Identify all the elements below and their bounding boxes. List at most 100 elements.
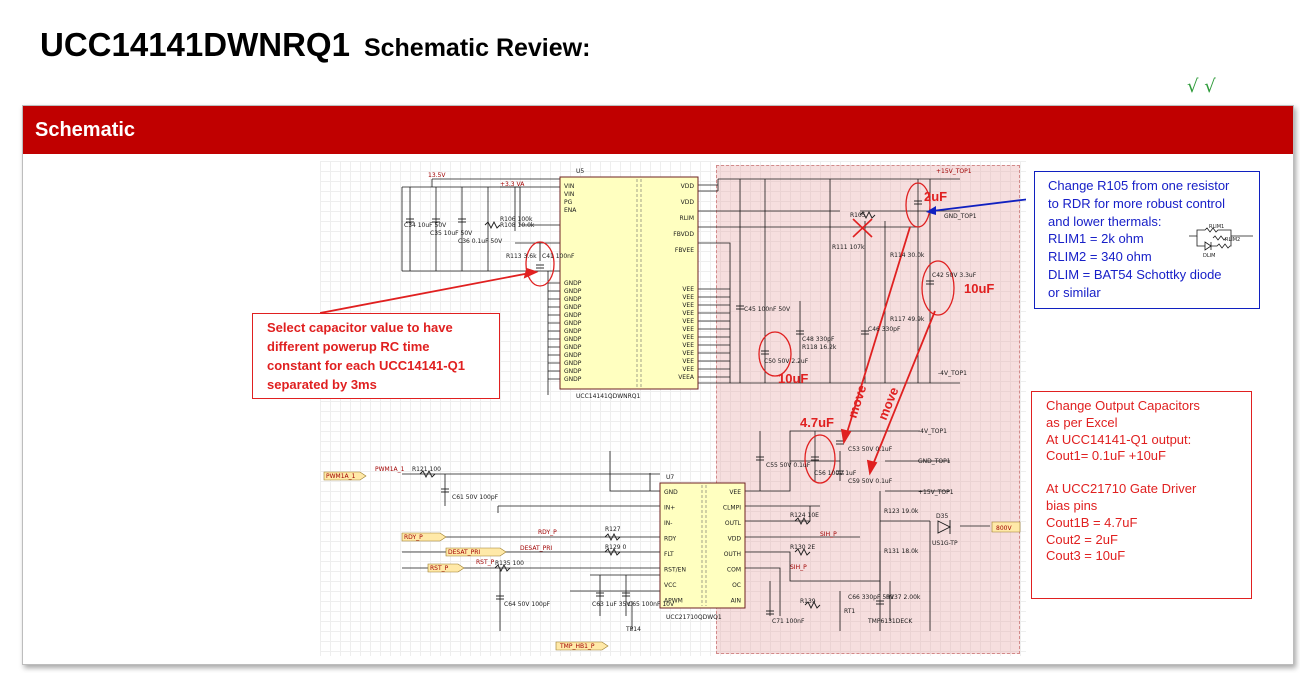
- ic-pin-label: VEE: [682, 302, 694, 309]
- u7-ref: U7: [666, 474, 674, 481]
- c64-label: C64 50V 100pF: [504, 601, 551, 608]
- capacitor-note-callout: Select capacitor value to have different…: [252, 313, 500, 399]
- title-subtitle: Schematic Review:: [363, 34, 591, 62]
- highlight-zone: [716, 165, 1020, 654]
- c45-label: C45 100nF 50V: [744, 306, 791, 313]
- ic-pin-label: GNDP: [564, 320, 582, 327]
- callout-line: Change Output Capacitors: [1046, 398, 1200, 413]
- callout-line: Cout3 = 10uF: [1046, 548, 1126, 564]
- ic-u7: [659, 482, 746, 609]
- r127-label: R127: [605, 526, 621, 533]
- r106-label: R106 100k: [500, 216, 533, 223]
- d35-label: D35: [936, 513, 948, 520]
- callout-line: Cout1= 0.1uF +10uF: [1046, 448, 1166, 464]
- r123-label: R123 19.0k: [884, 508, 919, 515]
- title-part-number: UCC14141DWNRQ1: [40, 26, 350, 63]
- net-gnd-top-b: GND_TOP1: [918, 458, 951, 465]
- ic-pin-label: GNDP: [564, 328, 582, 335]
- r135-label: R135 100: [495, 560, 524, 567]
- callout-line: At UCC21710 Gate Driver: [1046, 481, 1197, 497]
- callout-line: and lower thermals:: [1048, 213, 1162, 229]
- net-sih-p-b: SIH_P: [790, 564, 807, 571]
- callout-line: Select capacitor value to have: [267, 320, 453, 335]
- callout-line: Cout1B = 4.7uF: [1046, 514, 1138, 530]
- ic-pin-label: AIN: [731, 598, 741, 605]
- callout-line: Change R105 from one resistor: [1048, 178, 1230, 193]
- ic-pin-label: OC: [732, 582, 741, 589]
- ic-pin-label: VEE: [682, 318, 694, 325]
- ic-pin-label: VEEA: [678, 374, 695, 381]
- net-pwm1a-wire: PWM1A_1: [375, 466, 405, 473]
- callout-line: to RDR for more robust control: [1048, 195, 1226, 211]
- callout-line: At UCC14141-Q1 output:: [1046, 431, 1192, 447]
- highlight-circles: [525, 182, 955, 484]
- ic-pin-label: GND: [664, 489, 678, 496]
- ic-pin-label: RLIM: [680, 215, 694, 222]
- ic-pin-label: COM: [727, 567, 741, 574]
- ic-pin-label: VDD: [681, 199, 695, 206]
- ic-pin-label: VEE: [682, 326, 694, 333]
- net-tmp-hb1: TMP_HB1_P: [559, 643, 595, 650]
- ic-pin-label: OUTH: [724, 551, 741, 558]
- ic-pin-label: VEE: [682, 286, 694, 293]
- ic-pin-label: VEE: [682, 294, 694, 301]
- callout-line: different powerup RC time: [267, 339, 430, 354]
- rdr-rlim1: RLIM1: [1209, 224, 1224, 230]
- schematic-drawing: U5 UCC14141QDWNRQ1 U7 UCC21710QDWQ1 VINV…: [320, 168, 1026, 651]
- rdr-rlim2: RLIM2: [1225, 237, 1240, 243]
- u5-part: UCC14141QDWNRQ1: [576, 393, 641, 400]
- u5-right-pins: VDDVDDRLIMFBVDDFBVEEVEEVEEVEEVEEVEEVEEVE…: [673, 183, 695, 381]
- r108-label: R108 10.0k: [500, 222, 535, 229]
- net-4v-top-b: -4V_TOP1: [918, 428, 947, 435]
- annotation-10uf-mid: 10uF: [778, 371, 808, 386]
- callout-line: constant for each UCC14141-Q1: [267, 358, 465, 373]
- rdr-dlim: DLIM: [1203, 253, 1215, 259]
- component-symbols: [406, 200, 934, 615]
- ic-pin-label: VCC: [664, 582, 676, 589]
- ic-pin-label: FLT: [664, 551, 674, 558]
- ic-u5: [559, 176, 699, 390]
- net-rdy-p-wire: RDY_P: [538, 529, 557, 536]
- r137-label: R137 2.00k: [886, 594, 921, 601]
- ic-pin-label: RDY: [664, 536, 676, 543]
- rt1-part: TMP6131DECK: [867, 618, 913, 625]
- ic-pin-label: GNDP: [564, 304, 582, 311]
- ic-pin-label: VEE: [682, 366, 694, 373]
- ic-pin-label: VIN: [564, 191, 574, 198]
- ic-pin-label: IN-: [664, 520, 672, 527]
- ic-pin-label: GNDP: [564, 376, 582, 383]
- callout-line: separated by 3ms: [267, 377, 377, 392]
- ic-pin-label: GNDP: [564, 352, 582, 359]
- r129-label: R129 0: [605, 544, 627, 551]
- ic-pin-label: OUTL: [725, 520, 742, 527]
- ic-pin-label: ENA: [564, 207, 577, 214]
- r111-label: R111 107k: [832, 244, 865, 251]
- ic-pin-label: VIN: [564, 183, 574, 190]
- r105-note-callout: Change R105 from one resistor to RDR for…: [1034, 171, 1260, 309]
- net-desat-pri-wire: DESAT_PRI: [520, 545, 552, 552]
- ic-pin-label: GNDP: [564, 280, 582, 287]
- net-13v5: 13.5V: [428, 172, 446, 179]
- net-15v-top: +15V_TOP1: [936, 168, 972, 175]
- u5-ref: U5: [576, 168, 584, 175]
- c36-label: C36 0.1uF 50V: [458, 238, 503, 245]
- c59-label: C59 50V 0.1uF: [848, 478, 893, 485]
- c65-label: C65 100nF 10V: [628, 601, 675, 608]
- c71-label: C71 100nF: [772, 618, 805, 625]
- r118-label: R118 16.2k: [802, 344, 837, 351]
- r105-label: R105: [850, 212, 866, 219]
- ic-pin-label: VEE: [682, 350, 694, 357]
- callout-line: bias pins: [1046, 497, 1098, 513]
- c53-label: C53 50V 0.1uF: [848, 446, 893, 453]
- ic-pin-label: VEE: [682, 310, 694, 317]
- c56-label: C56 100V 1uF: [814, 470, 857, 477]
- c42-label: C42 50V 3.3uF: [932, 272, 977, 279]
- banner-title: Schematic: [35, 119, 136, 141]
- section-banner: Schematic: [23, 106, 1293, 154]
- callout-line: as per Excel: [1046, 414, 1118, 430]
- checkmark-icons: √ √: [1187, 76, 1216, 97]
- callout-line: or similar: [1048, 284, 1101, 300]
- callout-line: Cout2 = 2uF: [1046, 531, 1118, 547]
